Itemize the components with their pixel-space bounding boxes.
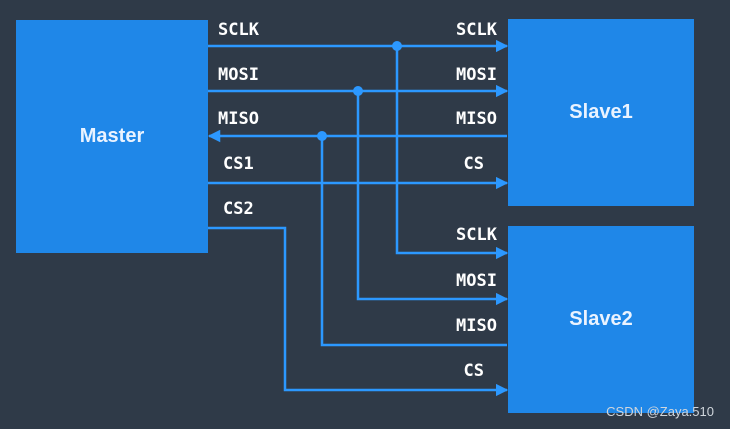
watermark: CSDN @Zaya.510 (606, 404, 714, 419)
slave2-cs-label: CS (464, 361, 484, 381)
slave1-label: Slave1 (569, 101, 633, 123)
slave2-mosi-label: MOSI (456, 271, 497, 291)
master-miso-label: MISO (218, 109, 259, 129)
slave1-block: Slave1 (508, 19, 694, 206)
master-sclk-label: SCLK (218, 20, 260, 40)
miso-junction-dot (317, 131, 327, 141)
mosi-junction-dot (353, 86, 363, 96)
master-mosi-label: MOSI (218, 65, 259, 85)
slave2-miso-label: MISO (456, 316, 497, 336)
slave2-label: Slave2 (569, 308, 633, 330)
miso-wire-slave2 (320, 136, 507, 347)
master-label: Master (79, 125, 145, 147)
sclk-wire-slave2 (395, 46, 509, 260)
slave1-mosi-label: MOSI (456, 65, 497, 85)
slave2-block: Slave2 (508, 226, 694, 413)
slave1-cs-label: CS (464, 154, 484, 174)
slave1-sclk-label: SCLK (456, 20, 498, 40)
master-cs2-label: CS2 (223, 199, 254, 219)
mosi-wire-slave2 (356, 91, 509, 306)
master-cs1-label: CS1 (223, 154, 254, 174)
slave1-miso-label: MISO (456, 109, 497, 129)
cs2-wire (208, 226, 509, 397)
slave2-sclk-label: SCLK (456, 225, 498, 245)
master-block: Master (16, 20, 208, 253)
sclk-junction-dot (392, 41, 402, 51)
